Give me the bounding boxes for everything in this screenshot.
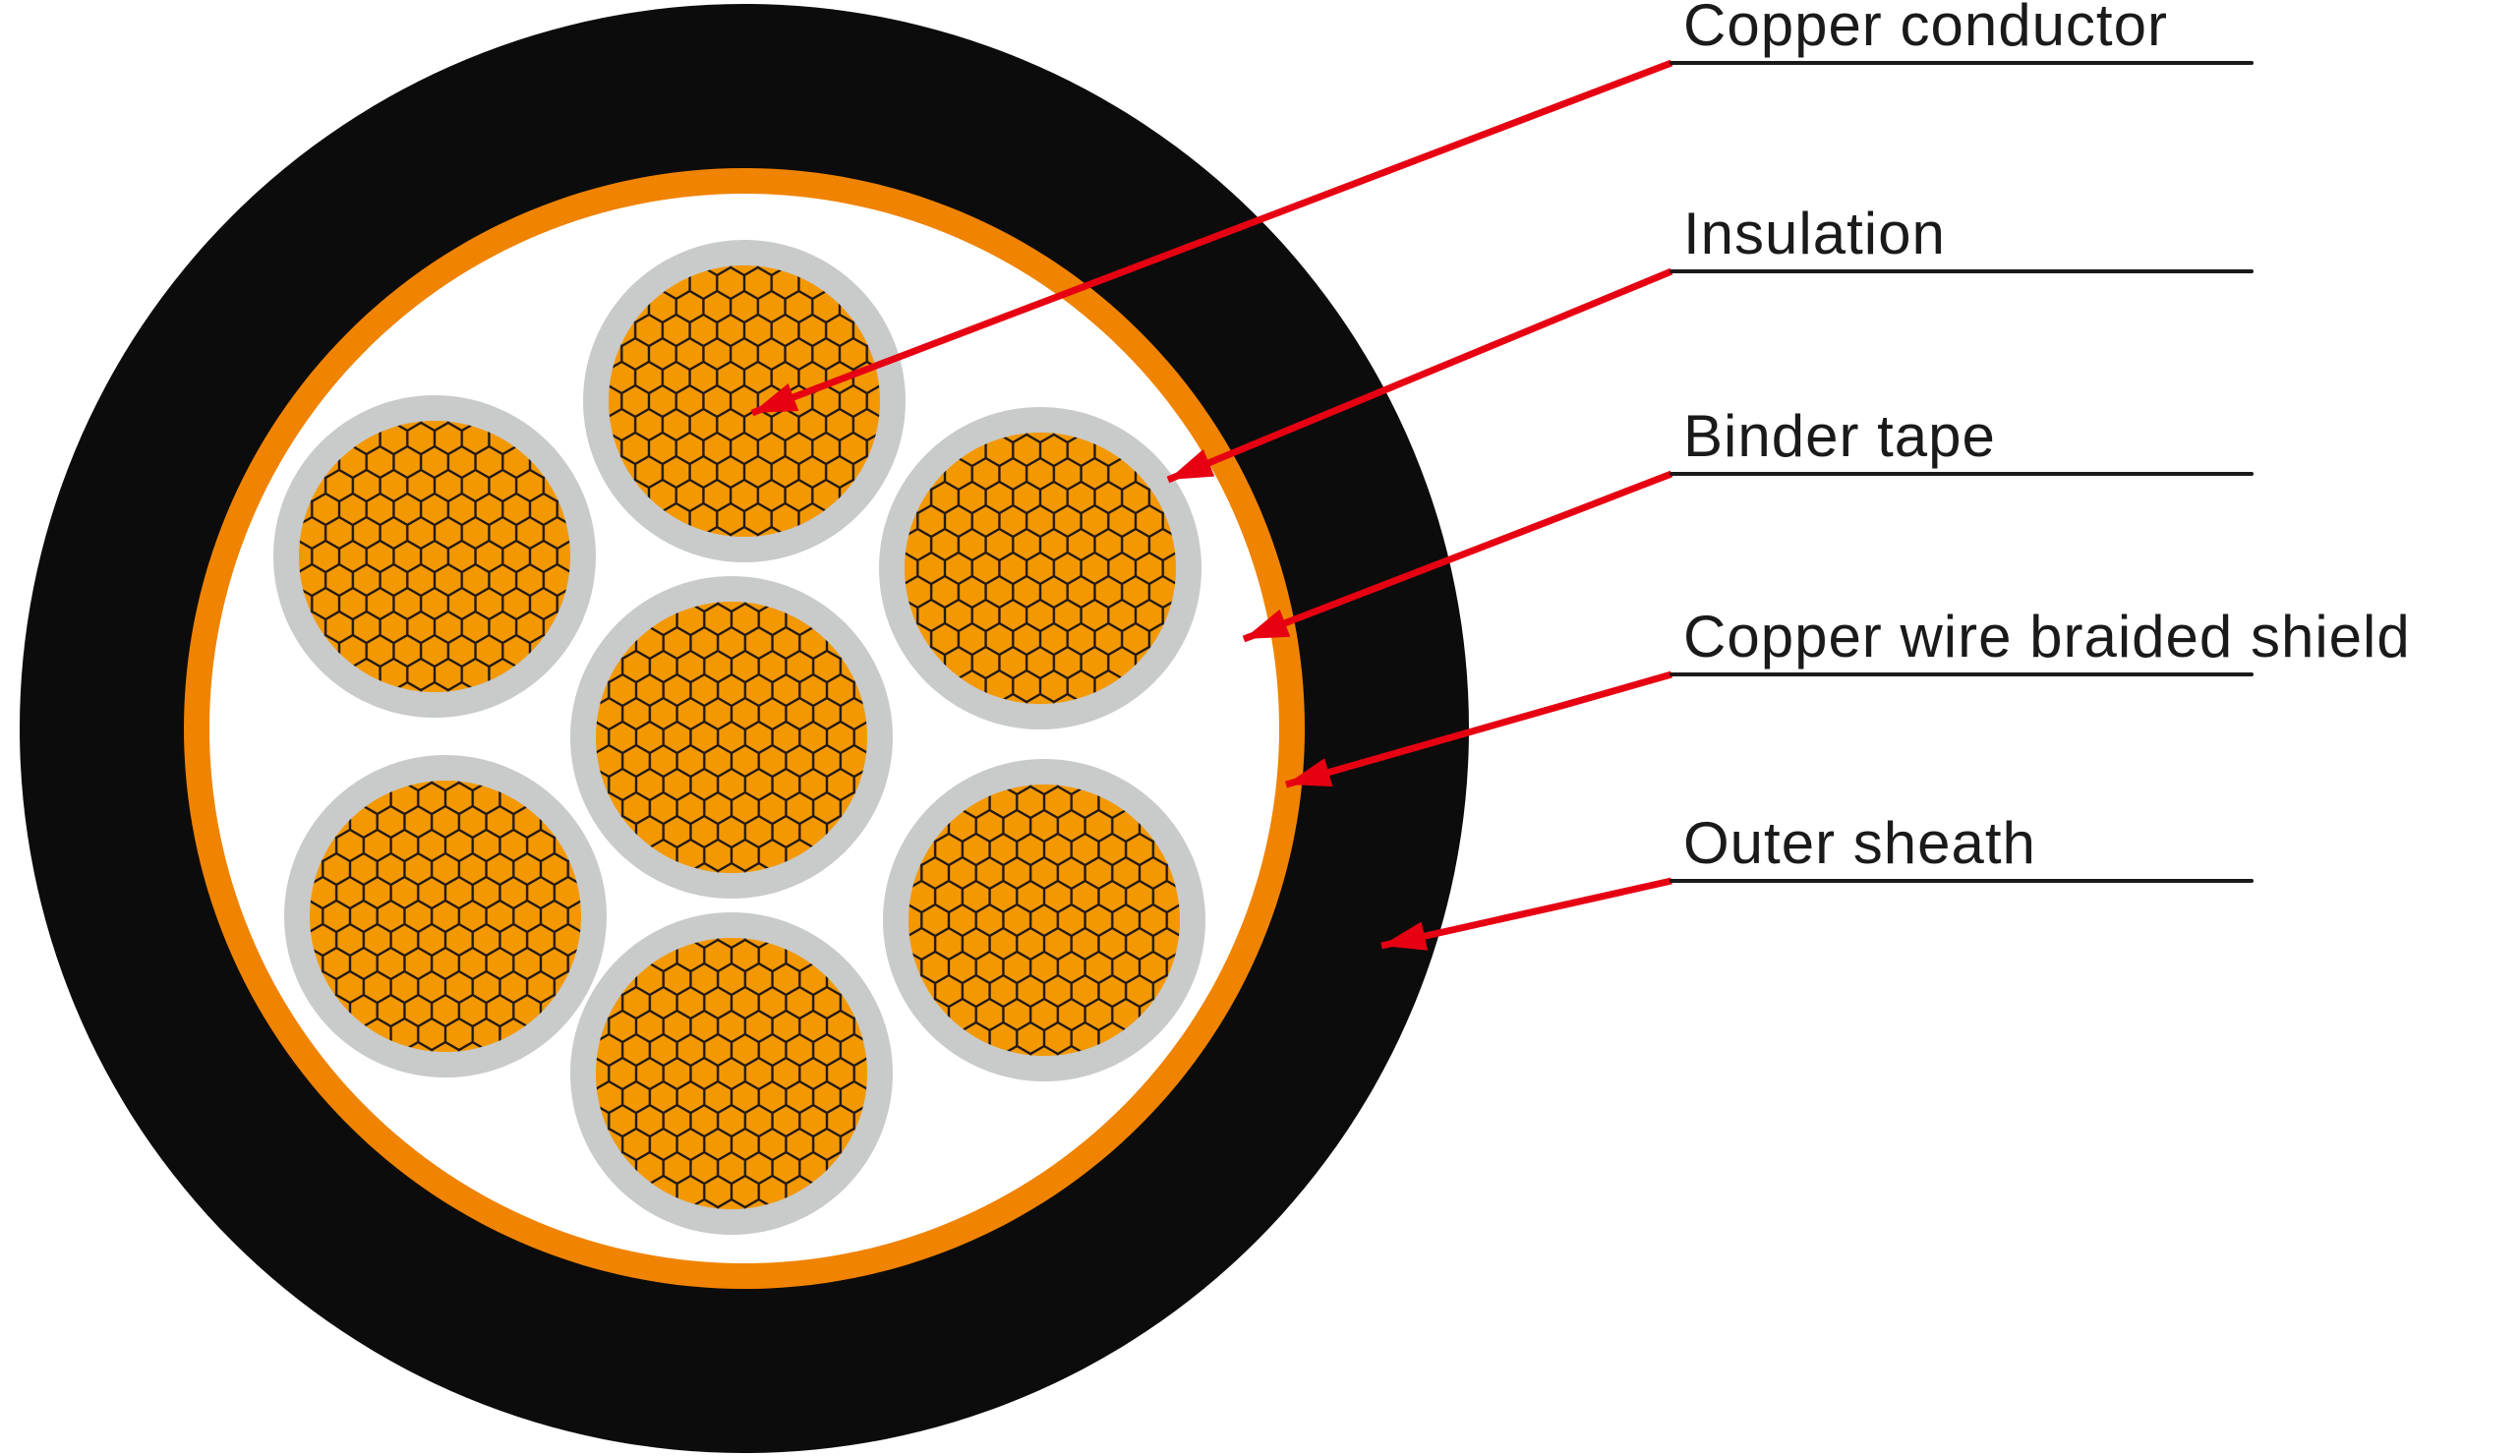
conductor-core-top bbox=[583, 240, 906, 562]
conductor-core-center bbox=[570, 576, 893, 899]
cable-body bbox=[20, 4, 1469, 1453]
annotation-outer-sheath: Outer sheath bbox=[1380, 810, 2254, 951]
leader-arrow-copper-conductor bbox=[750, 59, 1673, 417]
leader-arrow-binder-tape bbox=[1242, 470, 1673, 643]
label-outer-sheath: Outer sheath bbox=[1683, 810, 2036, 876]
leader-arrow-insulation bbox=[1166, 267, 1673, 484]
label-insulation: Insulation bbox=[1683, 201, 1946, 266]
annotation-copper-conductor: Copper conductor bbox=[750, 0, 2254, 417]
conductor-core-upper-left bbox=[273, 395, 596, 718]
annotation-binder-tape: Binder tape bbox=[1242, 403, 2254, 643]
label-copper-conductor: Copper conductor bbox=[1683, 0, 2168, 58]
leader-arrow-braided-shield bbox=[1285, 670, 1672, 788]
leader-arrow-outer-sheath bbox=[1380, 877, 1672, 951]
annotation-copper-wire-braided-shield: Copper wire braided shield bbox=[1285, 604, 2411, 788]
label-binder-tape: Binder tape bbox=[1683, 403, 1996, 469]
conductor-core-bottom bbox=[570, 912, 893, 1235]
annotation-insulation: Insulation bbox=[1166, 201, 2254, 484]
conductor-core-lower-left bbox=[284, 755, 607, 1077]
annotations: Copper conductor Insulation Binder tape … bbox=[750, 0, 2411, 951]
label-braided-shield: Copper wire braided shield bbox=[1683, 604, 2411, 670]
conductor-core-upper-right bbox=[879, 407, 1201, 729]
conductor-core-lower-right bbox=[883, 759, 1205, 1081]
